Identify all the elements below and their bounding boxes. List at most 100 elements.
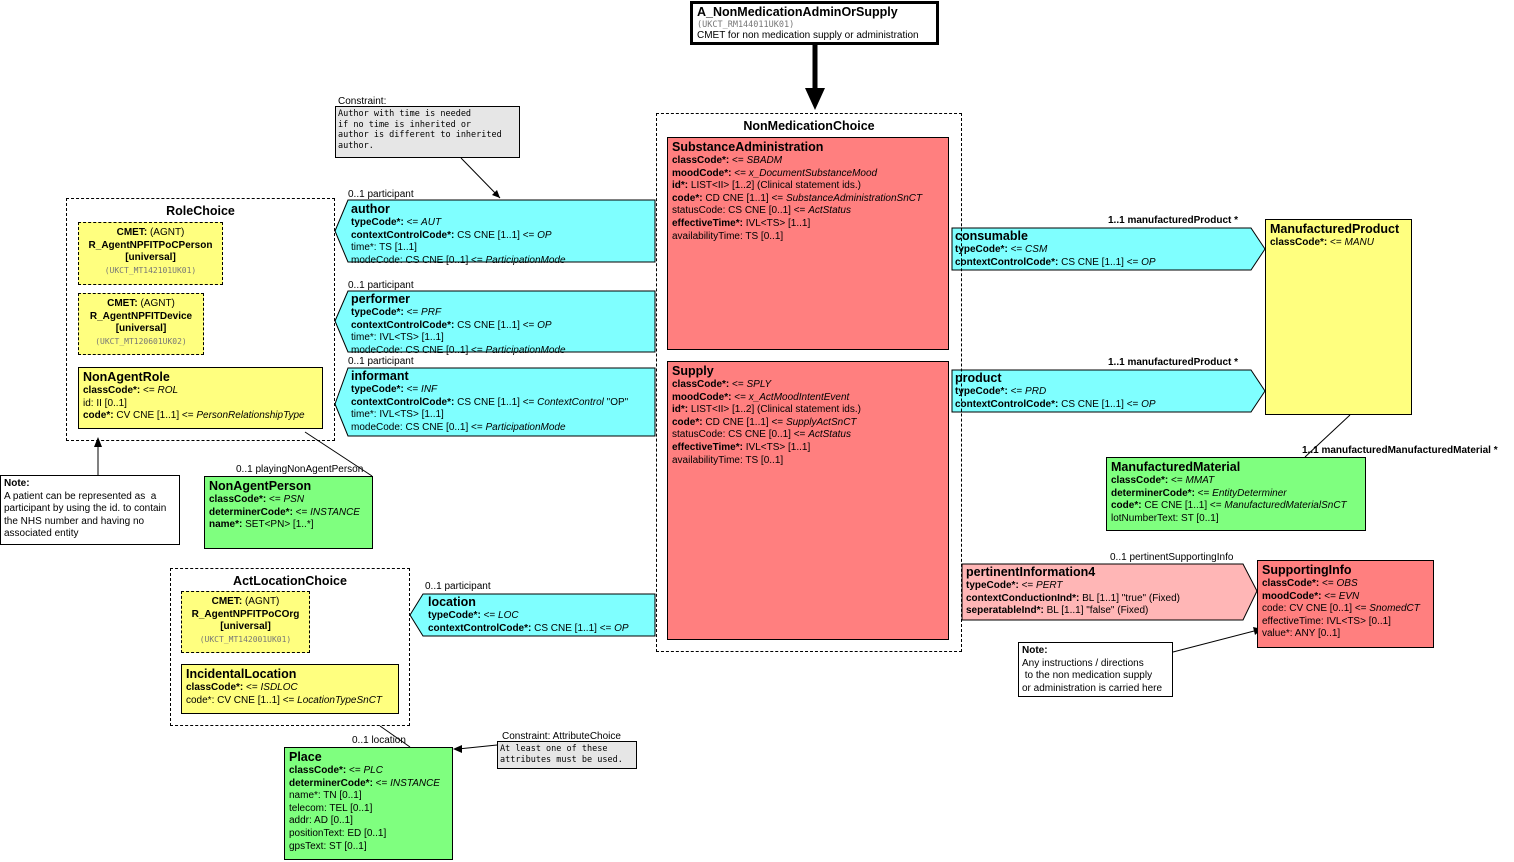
attribute-line: effectiveTime*: IVL<TS> [1..1] <box>672 441 811 453</box>
supply-title: Supply <box>672 364 714 378</box>
manufactured-product-attrs: classCode*: <= MANU <box>1270 237 1407 250</box>
attribute-line: effectiveTime: IVL<TS> [0..1] <box>1262 615 1391 627</box>
note-line: to the non medication supply <box>1022 670 1153 682</box>
attribute-line: time*: IVL<TS> [1..1] <box>351 409 444 421</box>
attribute-line: classCode*: <= PSN <box>209 494 305 505</box>
incidental-location-title: IncidentalLocation <box>186 667 297 681</box>
attribute-line: contextControlCode*: CS CNE [1..1] <= OP <box>955 256 1156 268</box>
entry-desc: CMET for non medication supply or admini… <box>697 30 919 41</box>
location-cardinality: 0..1 participant <box>425 581 491 592</box>
attribute-line: typeCode*: <= LOC <box>428 610 519 621</box>
cmet-agent-device: CMET: (AGNT) R_AgentNPFITDevice [univers… <box>78 293 204 355</box>
attribute-line: id: II [0..1] <box>83 397 127 409</box>
attribute-line: contextControlCode*: CS CNE [1..1] <= OP <box>351 229 552 241</box>
informant-cardinality: 0..1 participant <box>348 356 414 367</box>
attribute-line: gpsText: ST [0..1] <box>289 840 367 852</box>
attribute-line: determinerCode*: <= INSTANCE <box>209 506 360 518</box>
attribute-line: code*: CE CNE [1..1] <= ManufacturedMate… <box>1111 500 1347 512</box>
attribute-line: modeCode: CS CNE [0..1] <= Participation… <box>351 254 566 266</box>
informant-shape <box>334 367 656 437</box>
note-line: author is different to inherited <box>338 130 502 140</box>
attribute-line: typeCode*: <= INF <box>351 384 438 395</box>
note-line: if no time is inherited or <box>338 119 472 130</box>
incidental-location-class: IncidentalLocation classCode*: <= ISDLOC… <box>181 664 399 714</box>
performer-title: performer <box>351 292 411 306</box>
author-shape <box>334 199 656 263</box>
attribute-line: determinerCode*: <= EntityDeterminer <box>1111 487 1287 499</box>
attribute-line: code: CV CNE [0..1] <= SnomedCT <box>1262 603 1420 615</box>
attribute-line: typeCode*: <= AUT <box>351 217 442 228</box>
performer-shape <box>334 290 656 353</box>
note-line: associated entity <box>4 528 79 540</box>
attribute-line: contextControlCode*: CS CNE [1..1] <= OP <box>351 319 552 331</box>
author-title: author <box>351 202 390 216</box>
attribute-line: classCode*: <= PLC <box>289 765 383 776</box>
note-line: Any instructions / directions <box>1022 657 1144 669</box>
note-line: the NHS number and having no <box>4 515 145 527</box>
attribute-line: contextConductionInd*: BL [1..1] "true" … <box>966 592 1180 604</box>
attribute-line: typeCode*: <= PRF <box>351 307 442 318</box>
note-line: or administration is carried here <box>1022 682 1163 694</box>
location-title: location <box>428 595 476 609</box>
attribute-line: time*: TS [1..1] <box>351 242 417 254</box>
constraint-author-label: Constraint: <box>338 96 387 107</box>
constraint-place-label: Constraint: AttributeChoice <box>502 731 621 742</box>
role-choice: RoleChoice <box>66 198 335 441</box>
attribute-line: typeCode*: <= PRD <box>955 386 1047 397</box>
consumable-shape <box>951 227 1266 271</box>
attribute-line: contextControlCode*: CS CNE [1..1] <= OP <box>428 622 629 634</box>
attribute-line: classCode*: <= ROL <box>83 385 179 396</box>
cmet-agent-person: CMET: (AGNT) R_AgentNPFITPoCPerson [univ… <box>78 222 223 285</box>
product-title: product <box>955 371 1002 385</box>
place-title: Place <box>289 750 322 764</box>
note-line: participant by using the id. to contain <box>4 503 167 515</box>
note-line: attributes must be used. <box>500 755 623 765</box>
attribute-line: determinerCode*: <= INSTANCE <box>289 777 440 789</box>
attribute-line: classCode*: <= OBS <box>1262 578 1358 589</box>
attribute-line: classCode*: <= MMAT <box>1111 475 1215 486</box>
entry-id: (UKCT_RM144011UK01) <box>697 20 795 30</box>
consumable-cardinality: 1..1 manufacturedProduct * <box>1108 215 1239 226</box>
attribute-line: classCode*: <= SBADM <box>672 155 783 166</box>
substance-administration-title: SubstanceAdministration <box>672 140 824 154</box>
act-location-choice: ActLocationChoice <box>170 568 410 726</box>
attribute-line: lotNumberText: ST [0..1] <box>1111 512 1219 524</box>
entry-arrow-head <box>805 88 825 110</box>
attribute-line: name*: TN [0..1] <box>289 790 362 802</box>
nonagent-person-cardinality: 0..1 playingNonAgentPerson <box>236 464 364 475</box>
attribute-line: time*: IVL<TS> [1..1] <box>351 332 444 344</box>
cmet-agent-org: CMET: (AGNT) R_AgentNPFITPoCOrg [univers… <box>181 591 310 653</box>
note-line: author. <box>338 140 374 151</box>
pertinent-title: pertinentInformation4 <box>966 565 1096 579</box>
attribute-line: code*: CD CNE [1..1] <= SubstanceAdminis… <box>672 192 923 204</box>
note-line: A patient can be represented as a <box>4 490 157 502</box>
attribute-line: typeCode*: <= PERT <box>966 580 1063 591</box>
attribute-line: telecom: TEL [0..1] <box>289 802 373 814</box>
attribute-line: classCode*: <= MANU <box>1270 237 1374 248</box>
entry-point-box: A_NonMedicationAdminOrSupply (UKCT_RM144… <box>690 1 939 45</box>
manufactured-material-cardinality: 1..1 manufacturedManufacturedMaterial * <box>1302 445 1498 456</box>
pertinent-shape <box>961 563 1258 621</box>
place-cardinality: 0..1 location <box>352 735 406 746</box>
note-line: Author with time is needed <box>338 109 472 119</box>
attribute-line: addr: AD [0..1] <box>289 815 353 827</box>
